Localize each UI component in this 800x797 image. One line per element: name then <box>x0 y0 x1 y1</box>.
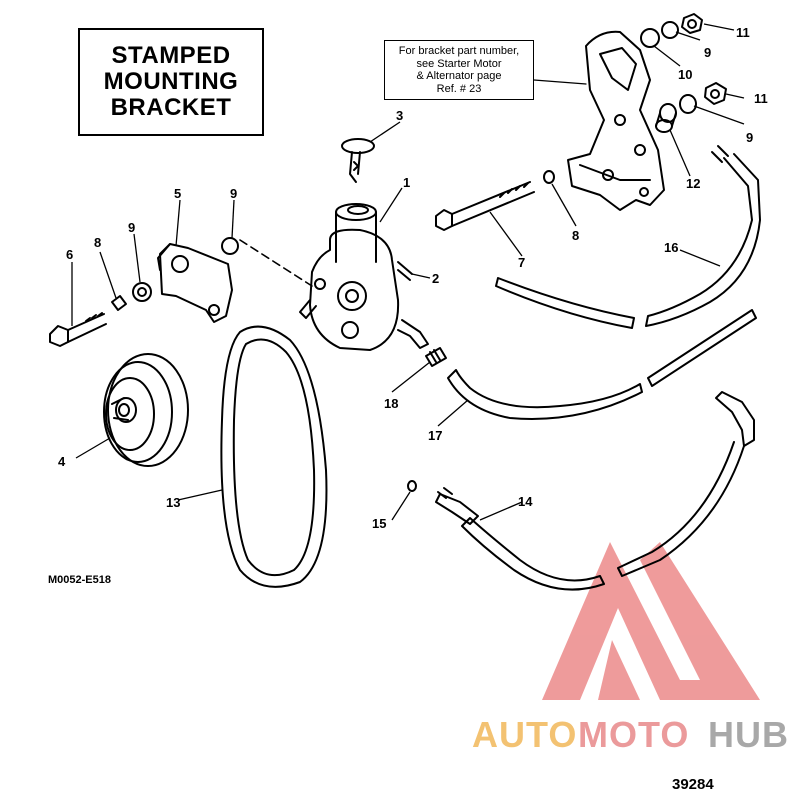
watermark-logo: AUTO MOTO HUB <box>472 542 789 755</box>
lockwasher-8-left <box>111 295 127 311</box>
nut-11-top <box>681 13 703 34</box>
hose-16 <box>495 145 761 329</box>
o-ring-15 <box>407 480 417 492</box>
callout-3: 3 <box>396 108 403 123</box>
callout-1: 1 <box>403 175 410 190</box>
callout-18: 18 <box>384 396 398 411</box>
callout-9-bracket: 9 <box>230 186 237 201</box>
alignment-line <box>239 239 313 287</box>
note-line-4: Ref. # 23 <box>436 82 482 95</box>
callout-11-top: 11 <box>736 25 750 40</box>
pulley-4 <box>103 353 189 467</box>
watermark-moto: MOTO <box>578 714 689 755</box>
pump-bracket <box>157 243 233 323</box>
callout-7: 7 <box>518 255 525 270</box>
callout-5: 5 <box>174 186 181 201</box>
washer-9-left <box>132 282 152 302</box>
reservoir-cap <box>341 138 375 183</box>
figure-number: 39284 <box>672 776 714 793</box>
hose-17 <box>447 309 757 420</box>
nut-11-mid <box>704 82 727 105</box>
title-box: STAMPED MOUNTING BRACKET <box>78 28 264 136</box>
callout-17: 17 <box>428 428 442 443</box>
callout-2: 2 <box>432 271 439 286</box>
washer-9-top <box>661 21 679 39</box>
callout-11-mid: 11 <box>754 91 768 106</box>
note-line-2: see Starter Motor <box>416 57 502 70</box>
title-line-2: MOUNTING <box>103 68 239 95</box>
callout-labels: 1 2 3 4 5 6 7 8 8 9 9 9 9 10 11 11 12 13… <box>58 25 768 531</box>
callout-9-left: 9 <box>128 220 135 235</box>
callout-15: 15 <box>372 516 386 531</box>
callout-10: 10 <box>678 67 692 82</box>
callout-6: 6 <box>66 247 73 262</box>
note-leader <box>533 79 587 85</box>
callout-12: 12 <box>686 176 700 191</box>
ref-code-prefix: M0052- <box>48 574 86 586</box>
watermark-triangle <box>542 542 760 700</box>
drawing-reference-code: M0052-E518 <box>48 574 111 586</box>
note-line-1: For bracket part number, <box>398 45 520 57</box>
callout-9-mid: 9 <box>746 130 753 145</box>
washer-9-mid <box>679 94 697 114</box>
watermark-hub: HUB <box>708 714 789 755</box>
bolt-7 <box>435 181 535 231</box>
ref-code-suffix: E518 <box>85 574 111 586</box>
hose-14 <box>435 391 755 591</box>
callout-9-top: 9 <box>704 45 711 60</box>
power-steering-pump <box>299 203 429 351</box>
callout-leaders <box>71 23 745 521</box>
callout-13: 13 <box>166 495 180 510</box>
callout-8-right: 8 <box>572 228 579 243</box>
washer-8-right <box>543 170 555 184</box>
note-line-3: & Alternator page <box>416 70 502 82</box>
callout-14: 14 <box>518 494 533 509</box>
washer-9-bracket <box>221 237 239 255</box>
bracket-note-box: For bracket part number, see Starter Mot… <box>384 40 534 100</box>
callout-16: 16 <box>664 240 678 255</box>
watermark-auto: AUTO <box>472 714 577 755</box>
callout-8-left: 8 <box>94 235 101 250</box>
callout-4: 4 <box>58 454 66 469</box>
spacer-12 <box>655 103 677 133</box>
title-line-1: STAMPED <box>111 42 231 69</box>
drive-belt <box>220 325 328 588</box>
spacer-10 <box>640 28 660 48</box>
mounting-bracket <box>567 30 665 211</box>
title-line-3: BRACKET <box>110 94 232 121</box>
bolt-6 <box>49 312 107 347</box>
